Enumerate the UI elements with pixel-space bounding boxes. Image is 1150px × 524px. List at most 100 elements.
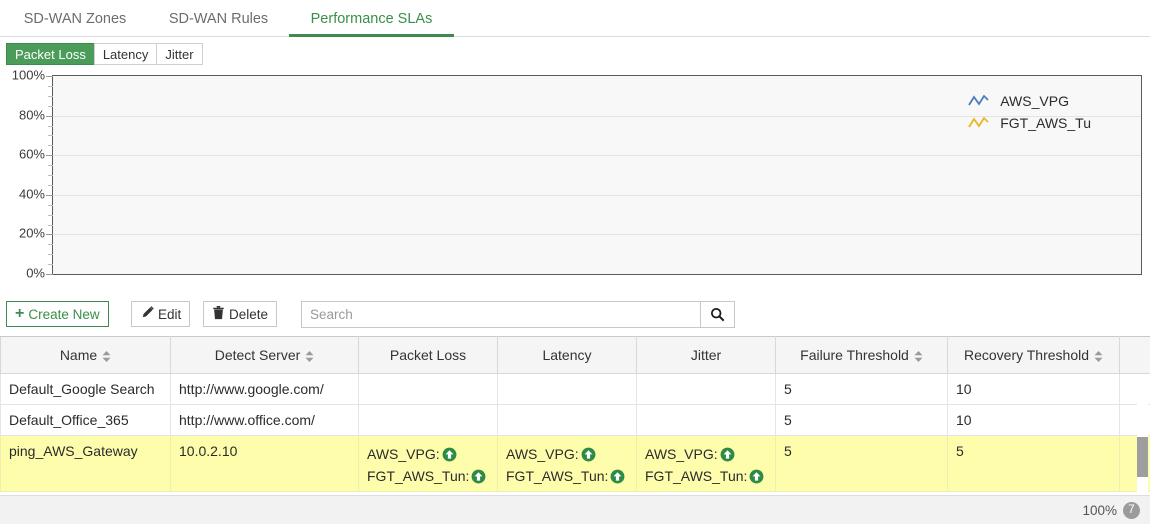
tab-sd-wan-zones[interactable]: SD-WAN Zones [0, 0, 150, 37]
tab-performance-slas[interactable]: Performance SLAs [287, 0, 456, 37]
sla-member-status: AWS_VPG: [645, 443, 767, 465]
y-axis-minor-tick [48, 224, 53, 226]
column-header-detect-server[interactable]: Detect Server [170, 336, 359, 374]
chart-legend: AWS_VPG FGT_AWS_Tu [968, 90, 1091, 134]
y-axis-tick-label: 20% [18, 225, 45, 241]
y-axis-minor-tick [48, 135, 53, 137]
tab-label: SD-WAN Rules [168, 10, 269, 27]
legend-item[interactable]: AWS_VPG [968, 90, 1091, 112]
search-input[interactable] [302, 302, 700, 327]
edit-button[interactable]: Edit [131, 301, 191, 327]
y-axis-minor-tick [48, 184, 53, 186]
search-icon [710, 307, 725, 322]
status-up-arrow-icon [611, 469, 625, 483]
y-axis-minor-tick [48, 125, 53, 127]
cell-packet-loss [358, 404, 498, 436]
line-chart-icon [968, 94, 989, 106]
chart-gridline [53, 115, 1141, 117]
chart-gridline [53, 155, 1141, 157]
search-button[interactable] [701, 301, 735, 328]
sla-member-label: AWS_VPG: [367, 446, 440, 462]
table-scrollbar-track[interactable] [1137, 374, 1148, 495]
delete-button[interactable]: Delete [203, 301, 278, 327]
column-header-recovery-threshold[interactable]: Recovery Threshold [947, 336, 1120, 374]
y-axis-minor-tick [48, 214, 53, 216]
status-up-arrow-icon [750, 469, 764, 483]
create-new-button[interactable]: + Create New [6, 301, 109, 327]
table-scrollbar-thumb[interactable] [1137, 437, 1148, 477]
cell-failure-threshold: 5 [775, 435, 948, 492]
y-axis-minor-tick [48, 95, 53, 97]
search-field-wrap[interactable] [301, 301, 701, 328]
plus-icon: + [15, 305, 25, 322]
cell-latency [497, 373, 637, 405]
y-axis-tick-label: 100% [11, 67, 45, 83]
cell-jitter [636, 404, 776, 436]
sla-member-label: AWS_VPG: [506, 446, 579, 462]
y-axis-tick-label: 40% [18, 186, 45, 202]
column-header-label: Latency [542, 347, 592, 363]
table-toolbar: + Create New Edit Delete [0, 299, 1150, 333]
cell-jitter: AWS_VPG: FGT_AWS_Tun: [636, 435, 776, 492]
y-axis-major-tick [46, 234, 53, 236]
column-header-latency[interactable]: Latency [497, 336, 637, 374]
column-header-name[interactable]: Name [0, 336, 171, 374]
cell-name: Default_Office_365 [0, 404, 171, 436]
sla-member-status: FGT_AWS_Tun: [645, 465, 767, 487]
column-header-label: Jitter [690, 347, 722, 363]
subtab-latency[interactable]: Latency [93, 43, 158, 65]
legend-item[interactable]: FGT_AWS_Tu [968, 112, 1091, 134]
cell-recovery-threshold: 10 [947, 404, 1120, 436]
column-header-failure-threshold[interactable]: Failure Threshold [775, 336, 948, 374]
chart-gridline [53, 234, 1141, 236]
sla-member-label: FGT_AWS_Tun: [367, 468, 470, 484]
cell-packet-loss [358, 373, 498, 405]
sla-member-label: AWS_VPG: [645, 446, 718, 462]
sort-arrows-icon[interactable] [305, 350, 314, 363]
sort-arrows-icon[interactable] [102, 350, 111, 363]
subtab-jitter[interactable]: Jitter [156, 43, 203, 65]
pencil-icon [140, 305, 154, 323]
status-up-arrow-icon [581, 447, 596, 461]
cell-jitter [636, 373, 776, 405]
column-header-label: Packet Loss [389, 347, 467, 363]
zoom-level: 100% [1082, 502, 1117, 518]
column-header-label: Recovery Threshold [963, 347, 1090, 363]
cell-failure-threshold: 5 [775, 373, 948, 405]
cell-name: Default_Google Search [0, 373, 171, 405]
sort-arrows-icon[interactable] [914, 350, 923, 363]
tab-sd-wan-rules[interactable]: SD-WAN Rules [150, 0, 287, 37]
sla-member-label: FGT_AWS_Tun: [506, 468, 609, 484]
page-count-badge[interactable]: 7 [1123, 501, 1140, 519]
column-header-packet-loss[interactable]: Packet Loss [358, 336, 498, 374]
tab-label: SD-WAN Zones [23, 10, 127, 27]
sort-arrows-icon[interactable] [1094, 350, 1103, 363]
y-axis-tick-label: 60% [18, 146, 45, 162]
cell-recovery-threshold: 10 [947, 373, 1120, 405]
y-axis-minor-tick [48, 244, 53, 246]
cell-latency: AWS_VPG: FGT_AWS_Tun: [497, 435, 637, 492]
status-up-arrow-icon [720, 447, 735, 461]
column-header-blank [1119, 336, 1150, 374]
delete-label: Delete [229, 306, 269, 322]
subtab-packet-loss[interactable]: Packet Loss [6, 43, 95, 65]
cell-detect-server: 10.0.2.10 [170, 435, 359, 492]
y-axis-minor-tick [48, 175, 53, 176]
chart-plot-area: AWS_VPG FGT_AWS_Tu [46, 75, 1142, 275]
sla-member-label: FGT_AWS_Tun: [645, 468, 748, 484]
tab-label: Performance SLAs [310, 10, 433, 27]
edit-label: Edit [158, 306, 182, 322]
legend-label: FGT_AWS_Tu [1000, 115, 1091, 131]
y-axis-minor-tick [48, 254, 53, 256]
sla-member-status: AWS_VPG: [506, 443, 628, 465]
column-header-jitter[interactable]: Jitter [636, 336, 776, 374]
y-axis-major-tick [46, 155, 53, 157]
sla-member-status: FGT_AWS_Tun: [506, 465, 628, 487]
main-tabbar: SD-WAN Zones SD-WAN Rules Performance SLAs [0, 0, 1150, 37]
